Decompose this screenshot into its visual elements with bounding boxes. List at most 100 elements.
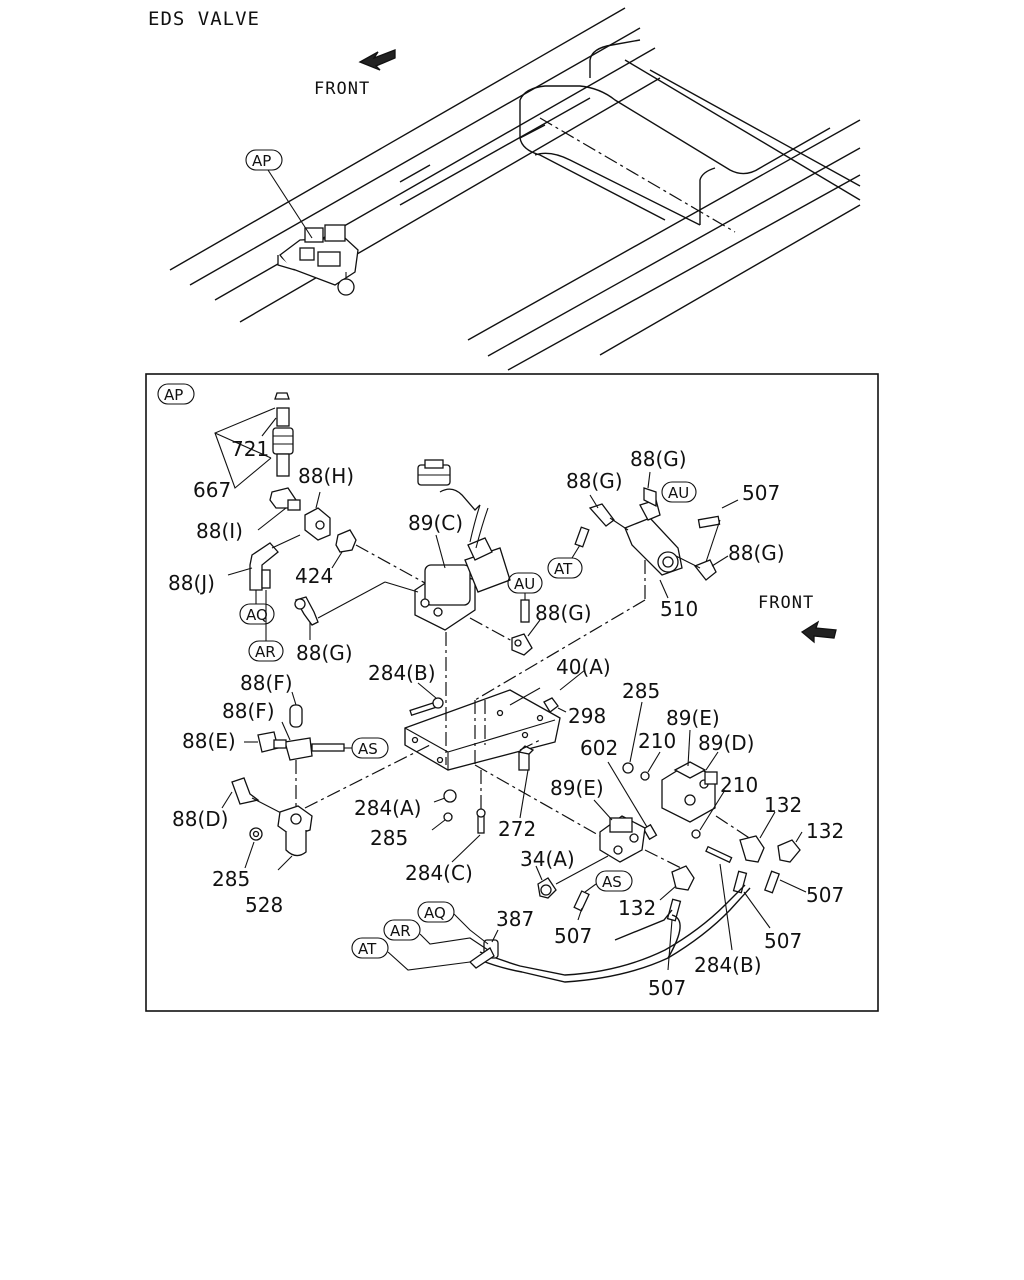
tag-aq-bottom: AQ: [417, 901, 489, 945]
svg-text:602: 602: [580, 736, 618, 760]
svg-text:89(C): 89(C): [408, 511, 463, 535]
svg-text:88(F): 88(F): [240, 671, 293, 695]
eds-valve-assembly-overview: [277, 224, 359, 296]
detail-frame: [145, 373, 879, 1012]
filter-528: 528: [245, 805, 313, 917]
svg-text:AU: AU: [668, 484, 689, 502]
tee-88h: 88(H): [298, 464, 354, 541]
svg-text:AT: AT: [358, 940, 377, 958]
tag-at-top: AT: [547, 544, 583, 579]
svg-text:284(B): 284(B): [694, 953, 762, 977]
svg-text:AU: AU: [514, 575, 535, 593]
pipe-507-right: 507: [763, 870, 844, 907]
front-arrow-box-icon: [800, 620, 837, 644]
elbow-132-c: 132: [618, 865, 695, 920]
svg-text:AQ: AQ: [246, 606, 268, 624]
svg-text:285: 285: [212, 867, 250, 891]
svg-text:88(D): 88(D): [172, 807, 228, 831]
frame-overview: FRONT AP: [169, 7, 861, 371]
svg-text:510: 510: [660, 597, 698, 621]
hose-lower: [479, 884, 746, 976]
valve-89e: 89(E): [550, 776, 646, 863]
svg-text:AS: AS: [358, 740, 378, 758]
svg-text:88(G): 88(G): [535, 601, 592, 625]
nut-285-a: 285: [622, 679, 660, 774]
svg-text:34(A): 34(A): [520, 847, 575, 871]
pin-602: 602: [580, 736, 658, 841]
nut-298: 298: [543, 697, 606, 728]
clip-387: 387: [468, 907, 534, 969]
solenoid-valve-89c: 89(C): [408, 459, 511, 631]
svg-text:AR: AR: [390, 922, 411, 940]
svg-text:210: 210: [638, 729, 676, 753]
svg-text:AP: AP: [164, 386, 183, 404]
svg-text:AP: AP: [252, 152, 271, 170]
svg-text:132: 132: [618, 896, 656, 920]
svg-text:272: 272: [498, 817, 536, 841]
svg-text:88(G): 88(G): [630, 447, 687, 471]
svg-text:507: 507: [764, 929, 802, 953]
diagram-title: EDS VALVE: [148, 8, 260, 30]
bolt-284b-top: 284(B): [368, 661, 444, 716]
svg-text:285: 285: [622, 679, 660, 703]
svg-text:AR: AR: [255, 643, 276, 661]
svg-text:387: 387: [496, 907, 534, 931]
elbow-132-a: 132: [739, 793, 802, 863]
svg-text:132: 132: [806, 819, 844, 843]
front-arrow-icon: [358, 49, 396, 71]
fitting-88g-right: 88(G): [693, 541, 785, 581]
fitting-88g-left: 88(G): [294, 596, 353, 665]
tee-88f: 88(F): [222, 699, 345, 761]
tag-au-mid: AU: [507, 572, 543, 623]
svg-text:284(B): 284(B): [368, 661, 436, 685]
fitting-88d: 88(D): [172, 777, 286, 831]
svg-text:507: 507: [648, 976, 686, 1000]
svg-text:210: 210: [720, 773, 758, 797]
svg-text:284(A): 284(A): [354, 796, 421, 820]
svg-text:667: 667: [193, 478, 231, 502]
fitting-88f-top: 88(F): [240, 671, 303, 728]
svg-text:AS: AS: [602, 873, 622, 891]
callout-721-667: 721 667: [193, 407, 277, 502]
pipe-507-mid: 507: [732, 870, 802, 953]
tag-ar-bottom: AR: [383, 919, 489, 951]
pipe-507-top: 507: [697, 481, 780, 566]
fitting-stack-left: [269, 392, 301, 511]
svg-text:721: 721: [231, 437, 269, 461]
valve-89d: 89(E) 89(D): [661, 706, 754, 823]
tag-aq-left: AQ: [239, 603, 275, 625]
svg-text:424: 424: [295, 564, 333, 588]
svg-text:40(A): 40(A): [556, 655, 611, 679]
tag-au-top: AU: [661, 481, 697, 503]
front-label-box: FRONT: [758, 593, 814, 613]
svg-text:88(I): 88(I): [196, 519, 243, 543]
svg-text:89(E): 89(E): [666, 706, 720, 730]
front-label-top: FRONT: [314, 79, 370, 99]
tag-as-low: AS: [584, 870, 633, 893]
svg-text:284(C): 284(C): [405, 861, 473, 885]
pipe-507-bottom: 507: [648, 898, 686, 1000]
svg-text:88(G): 88(G): [296, 641, 353, 665]
bolt-284c: 284(C): [405, 770, 486, 885]
bolt-284b-bottom: 284(B): [694, 845, 762, 977]
tag-at-bottom: AT: [351, 937, 471, 971]
bolt-272: 272: [498, 739, 541, 841]
nut-285-b: 285: [212, 827, 263, 891]
svg-text:132: 132: [764, 793, 802, 817]
fitting-88g-mid: 88(G): [511, 601, 592, 656]
nut-285-c: 285: [370, 812, 453, 850]
elbow-88j: 88(J): [168, 534, 301, 595]
svg-text:285: 285: [370, 826, 408, 850]
svg-text:507: 507: [554, 924, 592, 948]
tag-ar-left: AR: [248, 590, 284, 662]
tag-as-mid: AS: [344, 737, 389, 759]
washer-210-b: 210: [691, 773, 758, 839]
pipe-507-low: 507: [554, 890, 592, 948]
svg-text:528: 528: [245, 893, 283, 917]
elbow-132-b: 132: [777, 819, 844, 863]
svg-text:88(J): 88(J): [168, 571, 215, 595]
svg-text:507: 507: [742, 481, 780, 505]
fitting-424: 424: [295, 529, 357, 588]
bolt-284a: 284(A): [354, 789, 457, 820]
